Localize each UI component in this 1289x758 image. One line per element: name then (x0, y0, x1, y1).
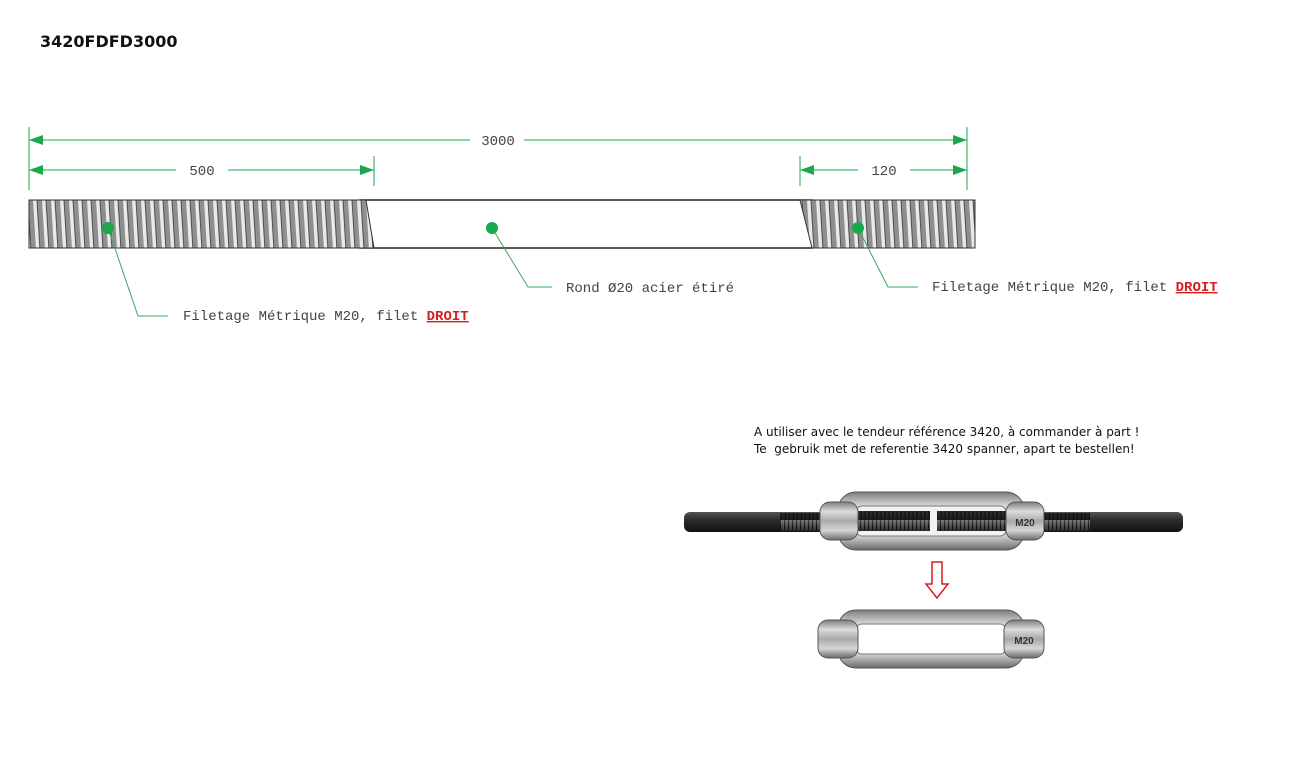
usage-note-nl: Te gebruik met de referentie 3420 spanne… (754, 442, 1135, 456)
down-arrow-icon (924, 561, 950, 600)
left-thread-direction: DROIT (427, 309, 469, 325)
rod-right-thread (799, 199, 976, 249)
dimension-total-label: 3000 (481, 134, 515, 150)
callout-right-thread: Filetage Métrique M20, filet DROIT (932, 280, 1218, 296)
callout-rod-leader (486, 222, 552, 288)
turnbuckle-marking-bottom: M20 (1014, 636, 1034, 647)
dimension-right-thread (799, 156, 967, 186)
callout-left-thread: Filetage Métrique M20, filet DROIT (183, 309, 469, 325)
turnbuckle-marking-top: M20 (1015, 518, 1035, 529)
usage-note-fr: A utiliser avec le tendeur référence 342… (754, 425, 1140, 439)
dimension-left-thread-label: 500 (189, 164, 214, 180)
dimension-right-thread-label: 120 (871, 164, 896, 180)
right-thread-direction: DROIT (1176, 280, 1218, 296)
page-title: 3420FDFD3000 (40, 32, 178, 51)
usage-note: A utiliser avec le tendeur référence 342… (754, 424, 1139, 458)
threaded-rod (28, 199, 976, 249)
callout-rod: Rond Ø20 acier étiré (566, 281, 734, 297)
rod-left-thread (28, 199, 375, 249)
callout-left-thread-leader (102, 222, 168, 317)
dimension-total (28, 127, 968, 190)
callout-right-thread-leader (852, 222, 918, 288)
rod-smooth-section (359, 199, 813, 249)
turnbuckle-photo: M20 (817, 609, 1045, 669)
dimension-left-thread (29, 156, 375, 186)
turnbuckle-assembly-photo: M20 (684, 491, 1183, 551)
